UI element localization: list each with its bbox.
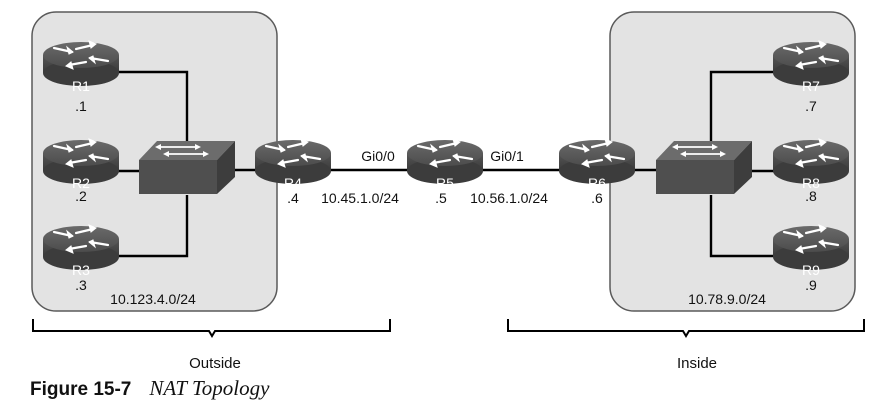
router-r8-label: R8 <box>802 175 820 191</box>
outside-brace <box>32 319 391 338</box>
router-r2-address: .2 <box>75 188 87 204</box>
subnet-r4-r5: 10.45.1.0/24 <box>321 190 399 206</box>
router-r6-address: .6 <box>591 190 603 206</box>
router-r8-address: .8 <box>805 188 817 204</box>
router-r3-address: .3 <box>75 277 87 293</box>
interface-r5-gi0-1: Gi0/1 <box>490 148 524 164</box>
subnet-inside-lan: 10.78.9.0/24 <box>688 291 766 307</box>
zone-inside-label: Inside <box>677 355 717 372</box>
network-links <box>118 70 774 258</box>
link-switch2-r7 <box>709 70 774 143</box>
outside-switch-icon <box>138 140 236 195</box>
router-r9-address: .9 <box>805 277 817 293</box>
router-r6-label: R6 <box>588 175 606 191</box>
router-r4-address: .4 <box>287 190 299 206</box>
router-r1-address: .1 <box>75 98 87 114</box>
subnet-outside-lan: 10.123.4.0/24 <box>110 291 196 307</box>
router-r3-label: R3 <box>72 262 90 278</box>
inside-switch-icon <box>655 140 753 195</box>
link-switch2-r9 <box>709 195 774 258</box>
link-r3-switch1 <box>118 195 189 258</box>
router-r5-address: .5 <box>435 190 447 206</box>
router-r4-label: R4 <box>284 175 302 191</box>
router-r7-address: .7 <box>805 98 817 114</box>
router-r7-label: R7 <box>802 78 820 94</box>
zone-braces <box>32 319 865 338</box>
interface-r5-gi0-0: Gi0/0 <box>361 148 395 164</box>
inside-brace <box>507 319 865 338</box>
router-r5-label: R5 <box>436 175 454 191</box>
figure-title: NAT Topology <box>149 376 270 400</box>
router-r2-label: R2 <box>72 175 90 191</box>
zone-outside-label: Outside <box>189 355 241 372</box>
router-r9-label: R9 <box>802 262 820 278</box>
figure-caption: Figure 15-7 NAT Topology <box>30 376 269 402</box>
figure-number: Figure 15-7 <box>30 379 132 400</box>
link-r1-switch1 <box>118 70 189 143</box>
router-r1-label: R1 <box>72 78 90 94</box>
subnet-r5-r6: 10.56.1.0/24 <box>470 190 548 206</box>
